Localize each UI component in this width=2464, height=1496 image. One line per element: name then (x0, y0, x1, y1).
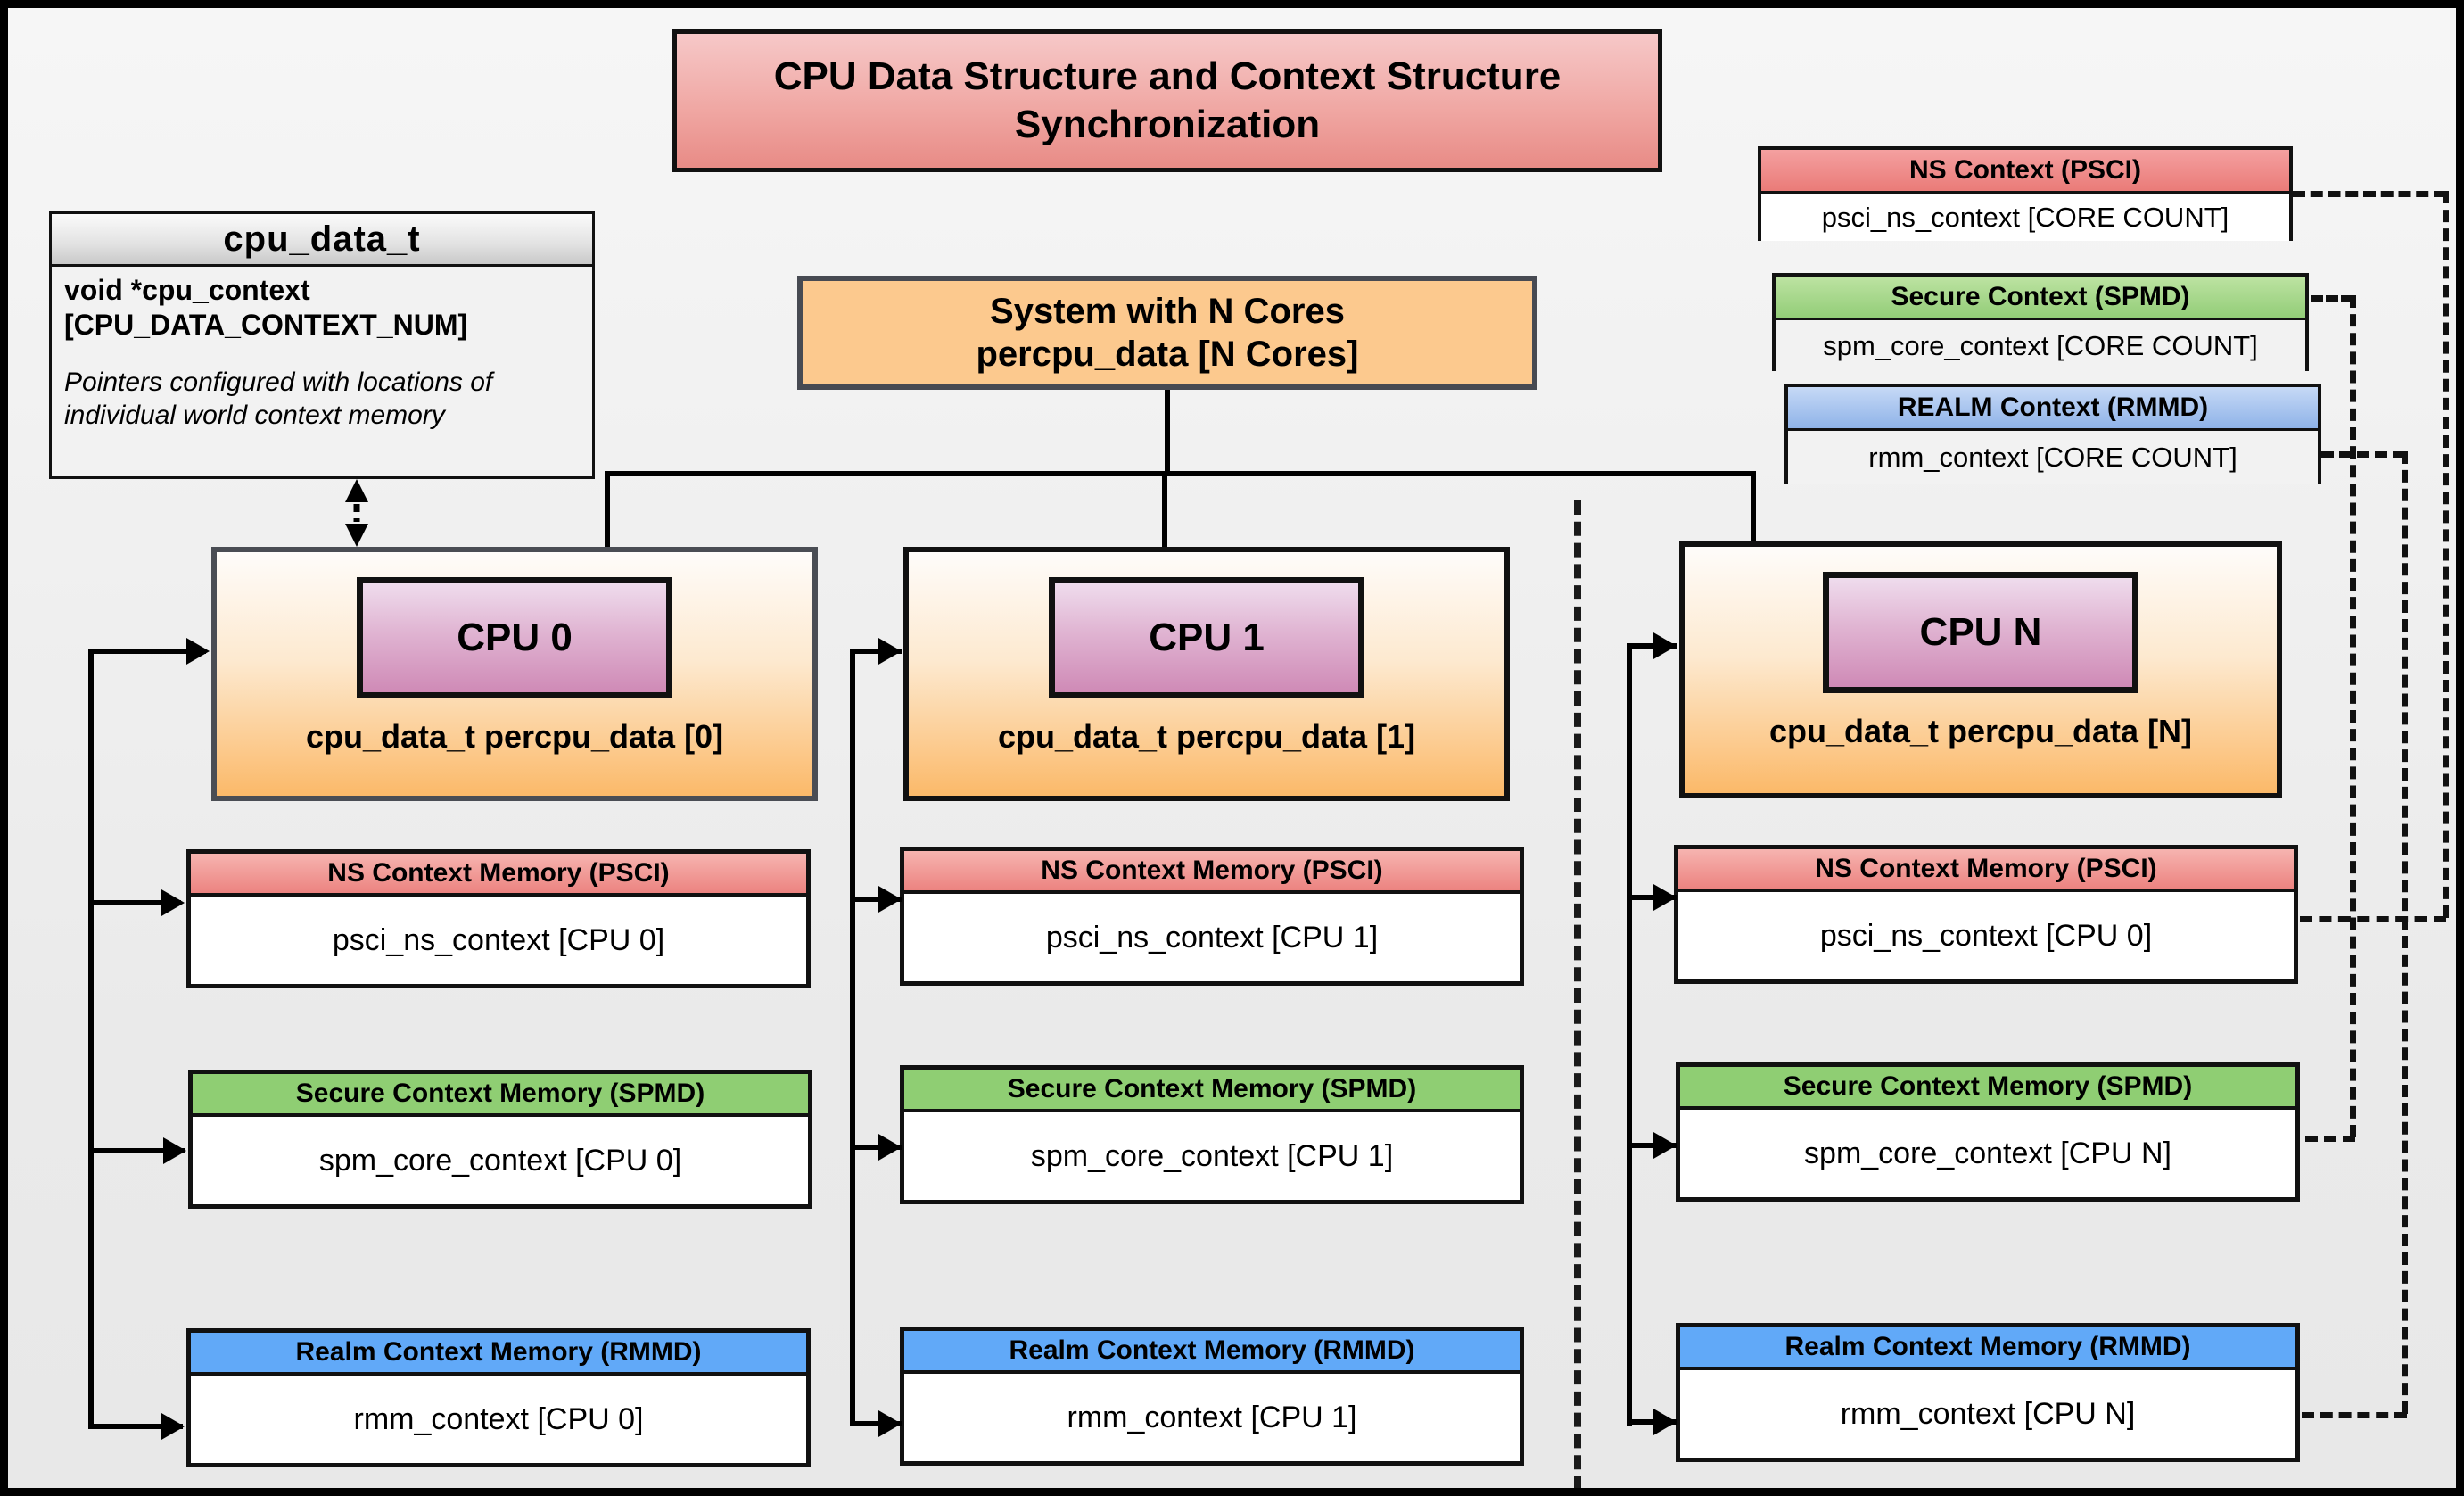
memory-box-cpu0-ns-header: NS Context Memory (PSCI) (191, 854, 806, 897)
cpun-branch-secure (1627, 1143, 1677, 1148)
cpu-data-t-note: Pointers configured with locations of in… (64, 368, 493, 431)
memory-box-cpu1-secure: Secure Context Memory (SPMD) spm_core_co… (900, 1065, 1524, 1204)
cpu1-spine (850, 649, 855, 1426)
memory-box-cpu0-secure-body: spm_core_context [CPU 0] (193, 1117, 808, 1204)
memory-box-cpu0-ns: NS Context Memory (PSCI) psci_ns_context… (186, 849, 811, 988)
memory-box-cpun-secure-header: Secure Context Memory (SPMD) (1680, 1067, 2295, 1110)
cpu-card-cpun: CPU N cpu_data_t percpu_data [N] (1679, 541, 2282, 798)
cpu1-branch-realm (850, 1421, 902, 1426)
sync-double-arrow-icon (345, 479, 368, 547)
system-box-line2: percpu_data [N Cores] (976, 335, 1359, 374)
dashed-secure-vertical (2350, 295, 2356, 1137)
diagram-title: CPU Data Structure and Context Structure… (672, 29, 1662, 172)
cpun-arrow-ns-icon (1653, 884, 1677, 911)
cpu-data-t-field: void *cpu_context [CPU_DATA_CONTEXT_NUM] (64, 274, 468, 342)
memory-box-cpu1-realm: Realm Context Memory (RMMD) rmm_context … (900, 1327, 1524, 1466)
system-drop-cpu0 (605, 471, 610, 550)
system-box-line1: System with N Cores (990, 292, 1345, 331)
system-bus-horizontal (607, 471, 1756, 476)
cpu0-branch-secure (88, 1148, 185, 1153)
system-box: System with N Cores percpu_data [N Cores… (797, 276, 1537, 390)
cpu-data-t-card: cpu_data_t void *cpu_context [CPU_DATA_C… (49, 211, 595, 479)
memory-box-cpu1-ns: NS Context Memory (PSCI) psci_ns_context… (900, 847, 1524, 986)
memory-box-cpu0-realm-header: Realm Context Memory (RMMD) (191, 1333, 806, 1376)
cpu0-arrow-ns-icon (161, 889, 185, 916)
context-definition-secure-header: Secure Context (SPMD) (1776, 277, 2305, 320)
cpu-percpu-label-cpu0: cpu_data_t percpu_data [0] (305, 718, 724, 755)
cpu0-branch-realm (88, 1424, 183, 1429)
cpu-chip-cpu1: CPU 1 (1049, 577, 1364, 698)
cpun-arrow-secure-icon (1653, 1132, 1677, 1159)
memory-box-cpun-ns-body: psci_ns_context [CPU 0] (1678, 892, 2294, 979)
dashed-ns-top (2293, 191, 2446, 197)
memory-box-cpu0-ns-body: psci_ns_context [CPU 0] (191, 897, 806, 984)
dashed-secure-bottom (2305, 1136, 2355, 1142)
dashed-ns-vertical (2443, 191, 2449, 918)
context-definition-secure: Secure Context (SPMD) spm_core_context [… (1772, 273, 2309, 371)
system-bus-vertical (1165, 390, 1170, 475)
cpu-card-cpu0: CPU 0 cpu_data_t percpu_data [0] (211, 547, 818, 801)
cpu0-spine (88, 649, 94, 1429)
column-divider (1574, 500, 1581, 1488)
cpu-chip-cpu0: CPU 0 (357, 577, 672, 698)
system-drop-cpu1 (1162, 471, 1167, 550)
cpu1-branch-ns (850, 897, 902, 902)
cpun-arrow-realm-icon (1653, 1409, 1677, 1435)
cpu1-arrow-card-icon (878, 638, 902, 665)
memory-box-cpun-realm-header: Realm Context Memory (RMMD) (1680, 1327, 2295, 1370)
context-definition-realm-header: REALM Context (RMMD) (1788, 387, 2318, 431)
context-definition-realm: REALM Context (RMMD) rmm_context [CORE C… (1784, 384, 2321, 484)
cpu0-arrow-secure-icon (163, 1137, 186, 1164)
memory-box-cpu1-realm-body: rmm_context [CPU 1] (904, 1374, 1520, 1461)
dashed-realm-top (2321, 451, 2405, 458)
context-definition-realm-body: rmm_context [CORE COUNT] (1788, 431, 2318, 484)
context-definition-secure-body: spm_core_context [CORE COUNT] (1776, 320, 2305, 371)
memory-box-cpu1-secure-header: Secure Context Memory (SPMD) (904, 1070, 1520, 1112)
context-definition-ns: NS Context (PSCI) psci_ns_context [CORE … (1758, 146, 2293, 241)
cpu0-branch-card (88, 649, 206, 654)
dashed-secure-top (2311, 295, 2353, 302)
memory-box-cpun-secure: Secure Context Memory (SPMD) spm_core_co… (1676, 1062, 2300, 1202)
cpun-branch-ns (1627, 895, 1677, 900)
cpu1-branch-card (850, 649, 902, 654)
cpu-card-cpu1: CPU 1 cpu_data_t percpu_data [1] (903, 547, 1510, 801)
cpun-spine (1627, 643, 1632, 1426)
dashed-realm-vertical (2402, 451, 2408, 1414)
cpu0-arrow-realm-icon (161, 1413, 185, 1440)
cpu1-arrow-ns-icon (878, 886, 902, 913)
cpu1-arrow-realm-icon (878, 1410, 902, 1437)
cpun-arrow-card-icon (1653, 632, 1677, 659)
cpu0-branch-ns (88, 900, 181, 905)
memory-box-cpun-ns: NS Context Memory (PSCI) psci_ns_context… (1674, 845, 2298, 984)
cpu-percpu-label-cpu1: cpu_data_t percpu_data [1] (997, 718, 1416, 755)
cpu-chip-cpun: CPU N (1823, 572, 2138, 693)
memory-box-cpun-ns-header: NS Context Memory (PSCI) (1678, 849, 2294, 892)
memory-box-cpu0-secure-header: Secure Context Memory (SPMD) (193, 1074, 808, 1117)
cpu-percpu-label-cpun: cpu_data_t percpu_data [N] (1768, 713, 2193, 749)
memory-box-cpun-secure-body: spm_core_context [CPU N] (1680, 1110, 2295, 1197)
cpun-branch-realm (1627, 1419, 1677, 1425)
memory-box-cpu0-realm-body: rmm_context [CPU 0] (191, 1376, 806, 1463)
cpun-branch-card (1627, 643, 1677, 649)
cpu1-arrow-secure-icon (878, 1134, 902, 1161)
cpu-data-t-body: void *cpu_context [CPU_DATA_CONTEXT_NUM]… (52, 264, 592, 476)
cpu0-arrow-card-icon (186, 638, 210, 665)
memory-box-cpu0-secure: Secure Context Memory (SPMD) spm_core_co… (188, 1070, 812, 1209)
dashed-ns-bottom (2300, 916, 2446, 922)
memory-box-cpu1-ns-header: NS Context Memory (PSCI) (904, 851, 1520, 894)
cpu1-branch-secure (850, 1145, 902, 1150)
memory-box-cpu1-secure-body: spm_core_context [CPU 1] (904, 1112, 1520, 1200)
context-definition-ns-body: psci_ns_context [CORE COUNT] (1761, 194, 2289, 241)
memory-box-cpu1-realm-header: Realm Context Memory (RMMD) (904, 1331, 1520, 1374)
memory-box-cpun-realm-body: rmm_context [CPU N] (1680, 1370, 2295, 1458)
dashed-realm-bottom (2302, 1412, 2407, 1418)
context-definition-ns-header: NS Context (PSCI) (1761, 150, 2289, 194)
memory-box-cpu0-realm: Realm Context Memory (RMMD) rmm_context … (186, 1328, 811, 1467)
cpu-data-t-header: cpu_data_t (52, 214, 592, 267)
system-drop-cpun (1751, 471, 1756, 544)
memory-box-cpun-realm: Realm Context Memory (RMMD) rmm_context … (1676, 1323, 2300, 1462)
memory-box-cpu1-ns-body: psci_ns_context [CPU 1] (904, 894, 1520, 981)
